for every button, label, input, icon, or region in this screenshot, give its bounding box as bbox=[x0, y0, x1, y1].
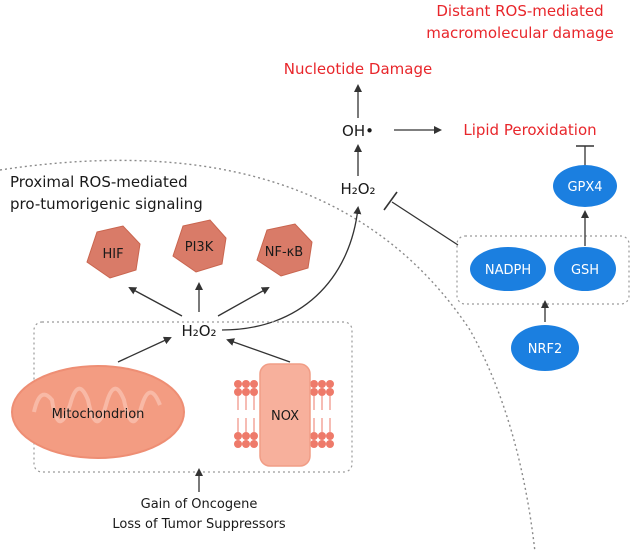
svg-text:PI3K: PI3K bbox=[185, 240, 214, 255]
nox-to-h2o2-arrow bbox=[226, 338, 291, 363]
svg-text:GPX4: GPX4 bbox=[567, 180, 602, 195]
signaling-node-nfkb: NF-κB bbox=[256, 223, 313, 277]
h2o2-to-nfkb-arrow bbox=[217, 287, 270, 317]
svg-text:HIF: HIF bbox=[102, 247, 123, 262]
svg-text:NRF2: NRF2 bbox=[528, 342, 563, 357]
lipid-peroxidation-label: Lipid Peroxidation bbox=[463, 121, 596, 139]
signaling-node-hif: HIF bbox=[86, 225, 141, 279]
oh-radical-label: OH• bbox=[342, 122, 374, 140]
oncogene-line2: Loss of Tumor Suppressors bbox=[112, 517, 286, 532]
h2o2-diffusion-arrow bbox=[221, 206, 362, 331]
mito-to-h2o2-arrow bbox=[117, 336, 172, 363]
mitochondrion-label: Mitochondrion bbox=[52, 407, 145, 422]
gsh-node: GSH bbox=[554, 247, 616, 291]
nadph-inhibits-h2o2-bar bbox=[383, 191, 398, 211]
h2o2-top-label: H₂O₂ bbox=[340, 180, 375, 198]
nadph-inhibits-h2o2 bbox=[391, 201, 459, 246]
h2o2-center-label: H₂O₂ bbox=[181, 322, 216, 340]
distant-title-line1: Distant ROS-mediated bbox=[436, 2, 603, 20]
svg-text:NF-κB: NF-κB bbox=[265, 245, 303, 260]
membrane-lipid-tails bbox=[237, 396, 331, 432]
nox-protein bbox=[259, 363, 311, 467]
distant-title-line2: macromolecular damage bbox=[426, 24, 614, 42]
cell-membrane bbox=[0, 159, 536, 552]
nucleotide-damage-label: Nucleotide Damage bbox=[284, 60, 432, 78]
signaling-node-pi3k: PI3K bbox=[172, 219, 227, 273]
membrane-lipids-lower-right bbox=[310, 432, 334, 448]
membrane-lipids-upper-right bbox=[310, 380, 334, 396]
nrf2-node: NRF2 bbox=[511, 325, 579, 371]
mitochondrion: Mitochondrion bbox=[11, 365, 185, 459]
nadph-node: NADPH bbox=[470, 247, 546, 291]
ros-source-box bbox=[33, 321, 353, 473]
gpx4-node: GPX4 bbox=[553, 165, 617, 207]
mitochondrion-cristae bbox=[32, 386, 162, 424]
nox-label: NOX bbox=[271, 409, 299, 424]
svg-text:NADPH: NADPH bbox=[485, 263, 531, 278]
proximal-title-line2: pro-tumorigenic signaling bbox=[10, 195, 203, 213]
oncogene-line1: Gain of Oncogene bbox=[141, 497, 258, 512]
membrane-lipids-upper-left bbox=[234, 380, 258, 396]
membrane-lipids-lower-left bbox=[234, 432, 258, 448]
h2o2-to-hif-arrow bbox=[128, 287, 183, 317]
nox-complex: NOX bbox=[234, 363, 334, 467]
svg-text:GSH: GSH bbox=[571, 263, 599, 278]
proximal-title-line1: Proximal ROS-mediated bbox=[10, 173, 188, 191]
